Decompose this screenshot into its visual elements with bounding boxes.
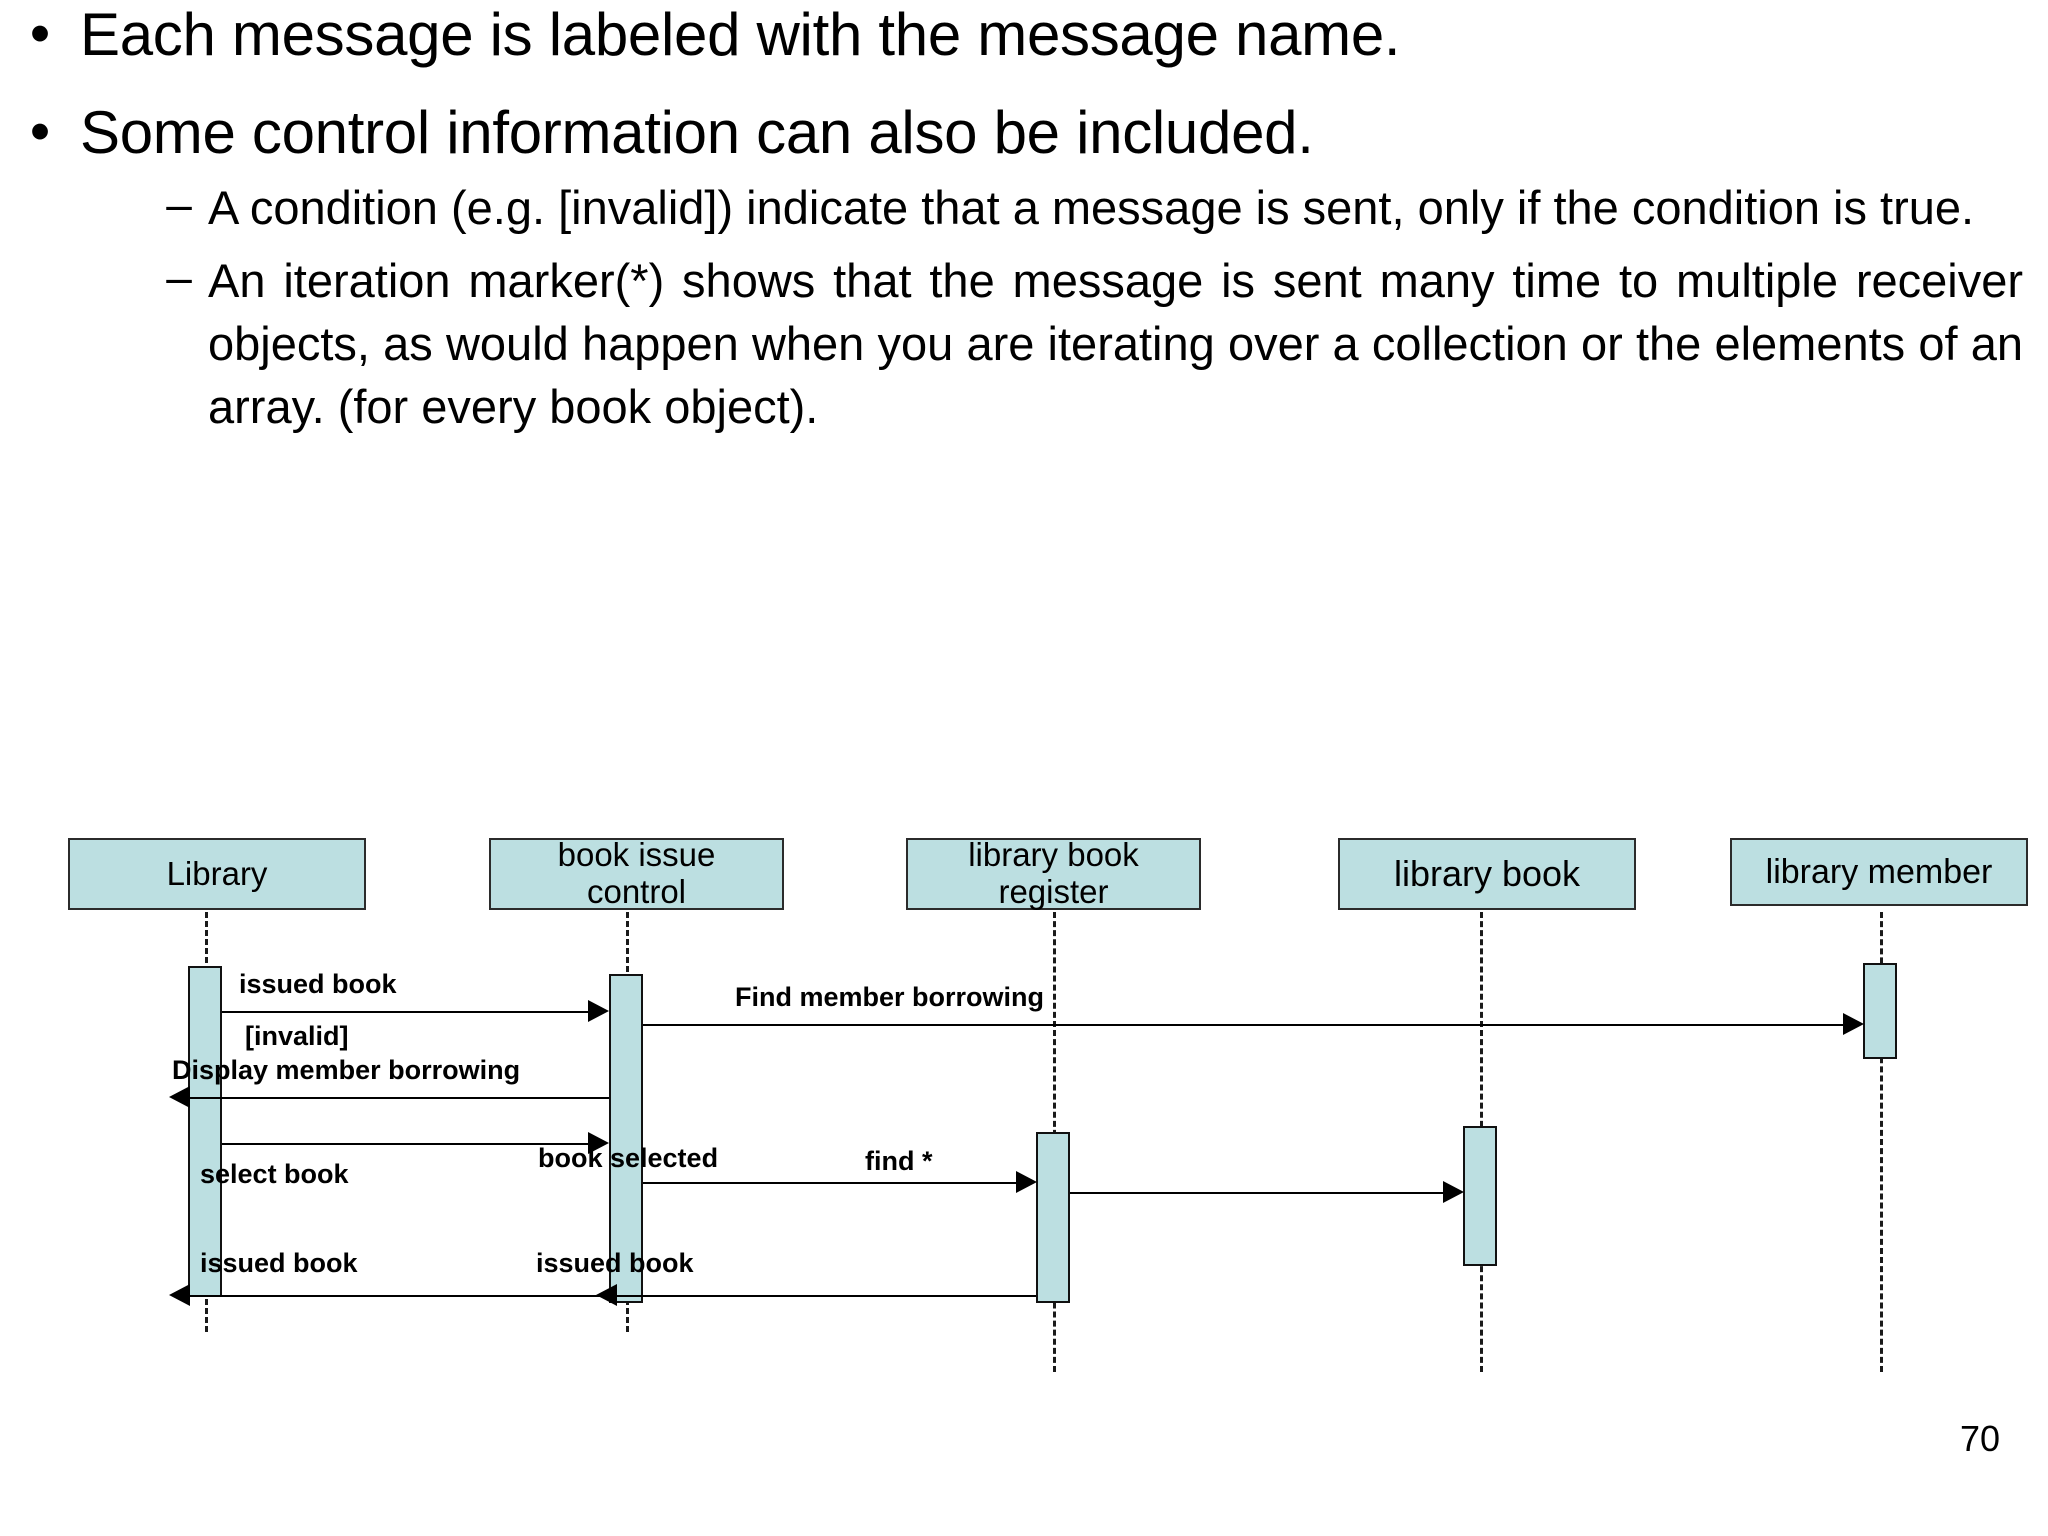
- sub-bullet-item-2: – An iteration marker(*) shows that the …: [0, 250, 2048, 439]
- arrow-head-icon-issued-book-1: [588, 1000, 609, 1022]
- object-label-book-issue-control-line1: book issue: [557, 836, 716, 874]
- bullet-marker-icon: •: [29, 98, 51, 164]
- message-line-select-book: [222, 1143, 588, 1145]
- message-label-book-selected: book selected: [538, 1143, 719, 1173]
- sub-bullet-item-1: – A condition (e.g. [invalid]) indicate …: [0, 177, 2048, 240]
- bullet-item-2: • Some control information can also be i…: [0, 98, 2048, 168]
- sub-bullet-text-1: A condition (e.g. [invalid]) indicate th…: [208, 181, 1975, 235]
- arrow-head-icon-find-member-borrowing: [1843, 1013, 1864, 1035]
- message-label-issued-book-3: issued book: [536, 1248, 694, 1278]
- message-label-issued-book-1: issued book: [239, 969, 397, 999]
- message-line-find-member-borrowing: [643, 1024, 1843, 1026]
- object-box-book-issue-control[interactable]: book issue control: [489, 836, 784, 910]
- message-label-select-book: select book: [200, 1159, 349, 1189]
- message-label-find-iteration: find *: [865, 1146, 933, 1176]
- bullet-text-2: Some control information can also be inc…: [80, 98, 1314, 166]
- object-label-library-book: library book: [1393, 852, 1581, 894]
- message-label-invalid-condition: [invalid]: [245, 1021, 349, 1051]
- message-line-display-member-borrowing: [190, 1097, 609, 1099]
- dash-marker-icon: –: [166, 178, 192, 231]
- message-line-book-selected: [643, 1182, 1016, 1184]
- message-line-issued-book-3: [617, 1295, 1036, 1297]
- arrow-head-icon-display-member-borrowing: [169, 1086, 190, 1108]
- arrow-head-icon-issued-book-2: [169, 1284, 190, 1306]
- object-label-book-issue-control-line2: control: [586, 873, 687, 910]
- activation-bar-book-issue-control: [609, 974, 643, 1303]
- message-line-issued-book-1: [222, 1011, 588, 1013]
- object-box-library[interactable]: Library: [68, 838, 366, 910]
- message-line-issued-book-2: [190, 1295, 609, 1297]
- message-line-find-iteration: [1070, 1192, 1443, 1194]
- object-label-library-book-register-line1: library book: [968, 836, 1139, 874]
- arrow-head-icon-select-book: [588, 1132, 609, 1154]
- bullet-text-1: Each message is labeled with the message…: [80, 1, 1401, 68]
- object-label-library-book-register-line2: register: [998, 873, 1109, 910]
- message-label-display-member-borrowing: Display member borrowing: [172, 1055, 521, 1085]
- activation-bar-library-member: [1863, 963, 1897, 1059]
- activation-bar-library-book: [1463, 1126, 1497, 1266]
- message-label-issued-book-2: issued book: [200, 1248, 358, 1278]
- slide-body-text: • Each message is labeled with the messa…: [0, 0, 2048, 439]
- bullet-marker-icon: •: [29, 1, 51, 66]
- dash-marker-icon: –: [166, 251, 192, 304]
- page-number: 70: [1959, 1418, 2000, 1459]
- lifeline-library-member: [1880, 912, 1883, 1372]
- arrow-head-icon-issued-book-3: [596, 1284, 617, 1306]
- object-label-library-member: library member: [1765, 852, 1993, 891]
- activation-bar-library-book-register: [1036, 1132, 1070, 1303]
- message-label-find-member-borrowing: Find member borrowing: [735, 982, 1045, 1012]
- object-box-library-book[interactable]: library book: [1338, 838, 1636, 910]
- sub-bullet-text-2: An iteration marker(*) shows that the me…: [208, 254, 2023, 434]
- object-label-library: Library: [166, 854, 268, 892]
- bullet-item-1: • Each message is labeled with the messa…: [0, 0, 2048, 70]
- activation-bar-library: [188, 966, 222, 1297]
- arrow-head-icon-find-iteration: [1443, 1181, 1464, 1203]
- object-box-library-book-register[interactable]: library book register: [906, 836, 1201, 910]
- arrow-head-icon-book-selected: [1016, 1171, 1037, 1193]
- object-box-library-member[interactable]: library member: [1730, 838, 2028, 906]
